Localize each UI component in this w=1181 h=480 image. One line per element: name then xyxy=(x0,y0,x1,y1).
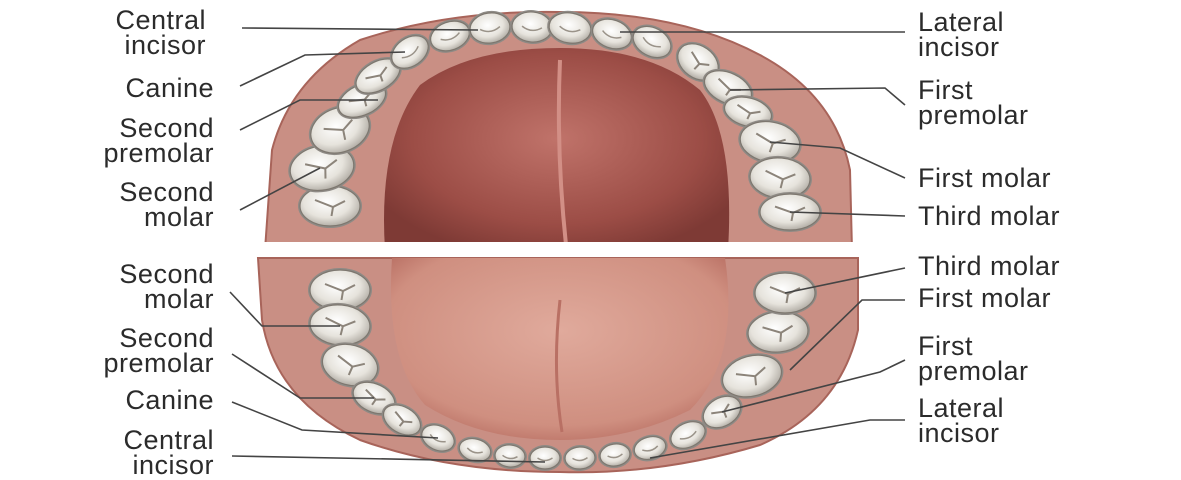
label-upper-central-incisor: Central incisor xyxy=(6,8,206,58)
lower-jaw xyxy=(258,258,858,472)
label-lower-second-molar: Second molar xyxy=(6,262,214,312)
label-lower-lateral-incisor: Lateral incisor xyxy=(918,396,1004,446)
tooth-lower-left-central-incisor xyxy=(528,445,562,471)
label-line: premolar xyxy=(0,351,214,376)
label-line: incisor xyxy=(918,421,1004,446)
label-line: Third molar xyxy=(918,254,1060,279)
label-upper-third-molar: Third molar xyxy=(918,204,1060,229)
label-upper-first-premolar: First premolar xyxy=(918,78,1029,128)
label-line: molar xyxy=(6,287,214,312)
label-line: First molar xyxy=(918,166,1051,191)
label-line: incisor xyxy=(918,35,1004,60)
label-lower-first-premolar: First premolar xyxy=(918,334,1029,384)
label-lower-third-molar: Third molar xyxy=(918,254,1060,279)
label-line: Canine xyxy=(6,388,214,413)
label-line: premolar xyxy=(918,359,1029,384)
label-upper-second-molar: Second molar xyxy=(6,180,214,230)
label-lower-central-incisor: Central incisor xyxy=(6,428,214,478)
jaw-separator xyxy=(250,242,870,256)
label-line: premolar xyxy=(918,103,1029,128)
upper-jaw xyxy=(265,7,852,250)
label-upper-lateral-incisor: Lateral incisor xyxy=(918,10,1004,60)
label-line: Canine xyxy=(6,76,214,101)
label-line: incisor xyxy=(6,33,206,58)
label-upper-first-molar: First molar xyxy=(918,166,1051,191)
label-lower-canine: Canine xyxy=(6,388,214,413)
label-upper-second-premolar: Second premolar xyxy=(0,116,214,166)
label-lower-first-molar: First molar xyxy=(918,286,1051,311)
label-lower-second-premolar: Second premolar xyxy=(0,326,214,376)
palate xyxy=(384,48,729,250)
label-line: First molar xyxy=(918,286,1051,311)
label-line: molar xyxy=(6,205,214,230)
label-line: Third molar xyxy=(918,204,1060,229)
label-line: premolar xyxy=(0,141,214,166)
label-line: incisor xyxy=(6,453,214,478)
label-upper-canine: Canine xyxy=(6,76,214,101)
